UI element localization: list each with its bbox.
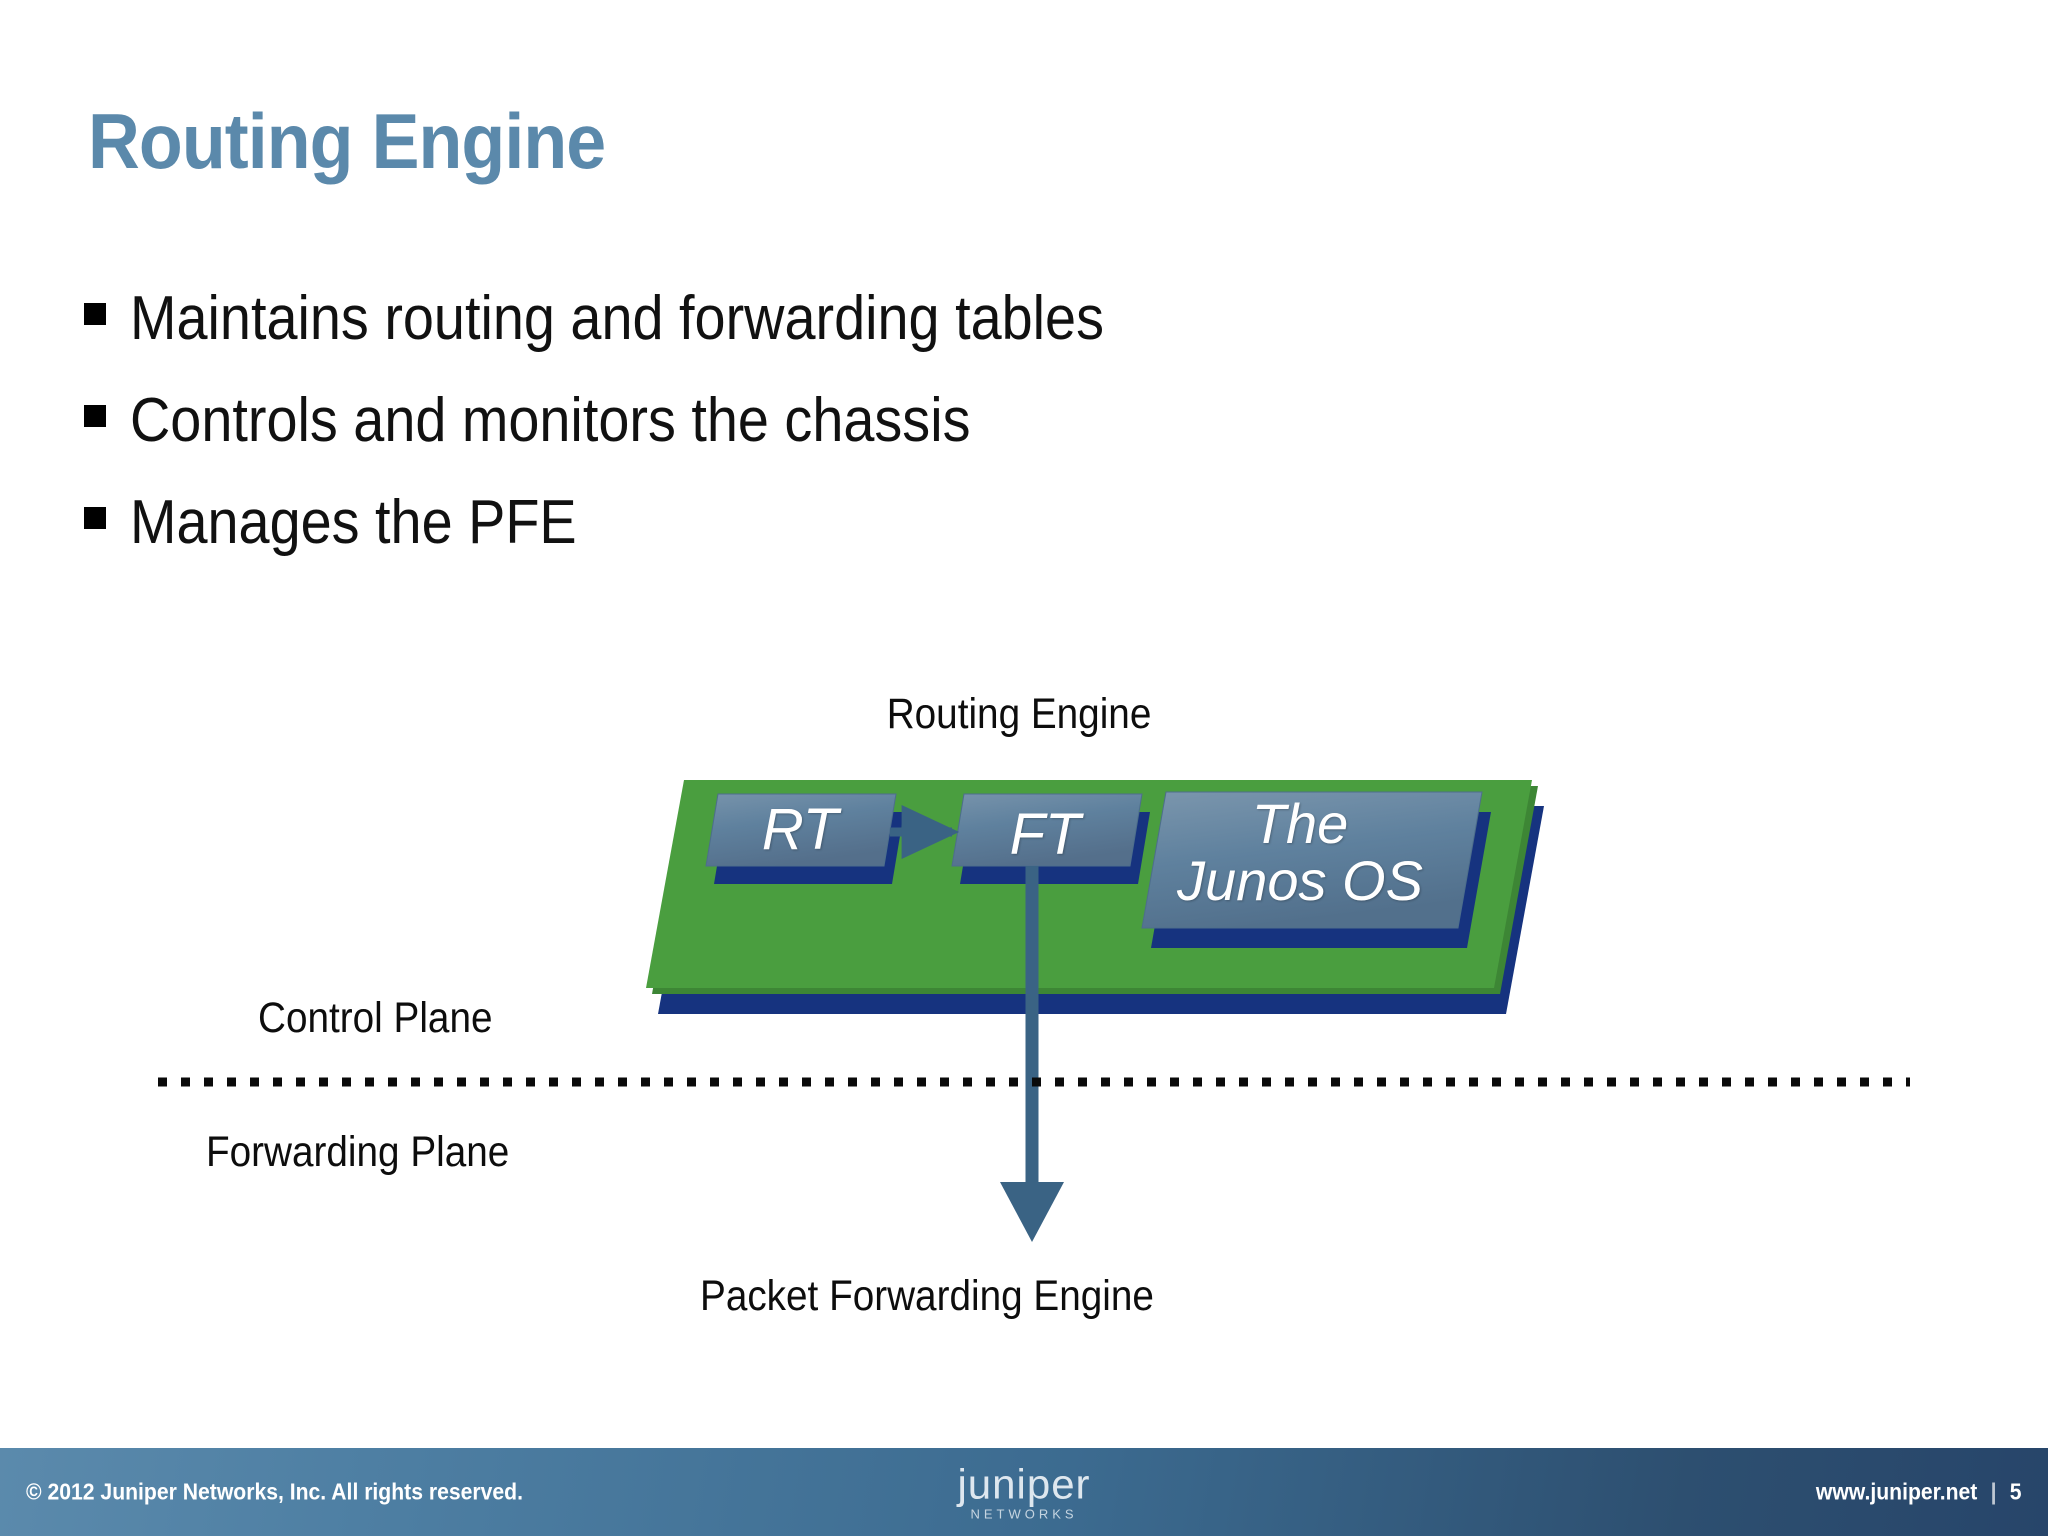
bullet-text: Maintains routing and forwarding tables <box>130 284 1104 353</box>
list-item: Maintains routing and forwarding tables <box>84 288 1584 362</box>
rt-box-label: RT <box>761 797 839 862</box>
footer-separator: | <box>1991 1478 1997 1505</box>
diagram-label-forwarding-plane: Forwarding Plane <box>206 1128 510 1176</box>
bullet-square-icon <box>84 507 106 529</box>
routing-engine-diagram: Routing Engine Control Plane Forwarding … <box>158 690 1910 1320</box>
ft-box <box>951 793 1150 884</box>
rt-box <box>705 793 904 884</box>
diagram-label-packet-forwarding-engine: Packet Forwarding Engine <box>700 1272 1154 1320</box>
bullet-text: Manages the PFE <box>130 488 577 557</box>
footer-website[interactable]: www.juniper.net <box>1816 1478 1978 1505</box>
ft-box-label: FT <box>1009 802 1081 867</box>
footer-copyright: © 2012 Juniper Networks, Inc. All rights… <box>26 1478 523 1505</box>
list-item: Controls and monitors the chassis <box>84 390 1584 464</box>
juniper-logo: juniper NETWORKS <box>957 1460 1091 1522</box>
logo-wordmark: juniper <box>957 1460 1091 1508</box>
diagram-label-control-plane: Control Plane <box>258 994 493 1042</box>
diagram-label-routing-engine: Routing Engine <box>886 690 1152 738</box>
junos-os-box-label: The Junos OS <box>1177 792 1423 913</box>
footer-page-number: 5 <box>2010 1478 2022 1505</box>
slide-footer: © 2012 Juniper Networks, Inc. All rights… <box>0 1448 2048 1536</box>
bullet-square-icon <box>84 303 106 325</box>
arrow-ft-to-pfe <box>1000 866 1064 1242</box>
bullet-text: Controls and monitors the chassis <box>130 386 971 455</box>
control-plane-slab <box>646 780 1544 1014</box>
logo-subtext: NETWORKS <box>970 1506 1078 1522</box>
bullet-square-icon <box>84 405 106 427</box>
page-title: Routing Engine <box>88 97 606 185</box>
footer-right-group: www.juniper.net | 5 <box>1816 1479 2022 1506</box>
bullet-list: Maintains routing and forwarding tables … <box>84 288 1584 594</box>
junos-os-box <box>1141 791 1491 948</box>
list-item: Manages the PFE <box>84 492 1584 566</box>
